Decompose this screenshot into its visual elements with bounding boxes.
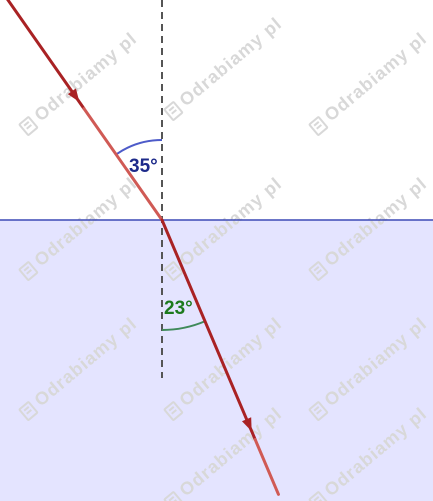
incidence-angle-label: 35° (129, 156, 158, 177)
refracted-ray-arrowhead (241, 417, 252, 432)
watermark-1 (15, 27, 142, 138)
incidence-angle-arc (115, 139, 163, 156)
refraction-angle-arc (161, 320, 206, 331)
incident-ray-arrowhead (67, 88, 80, 102)
refracted-ray (160, 218, 280, 496)
incident-ray (6, 0, 164, 222)
watermark-3 (305, 27, 432, 138)
watermark-2 (160, 12, 287, 123)
refraction-angle-label: 23° (164, 298, 193, 319)
